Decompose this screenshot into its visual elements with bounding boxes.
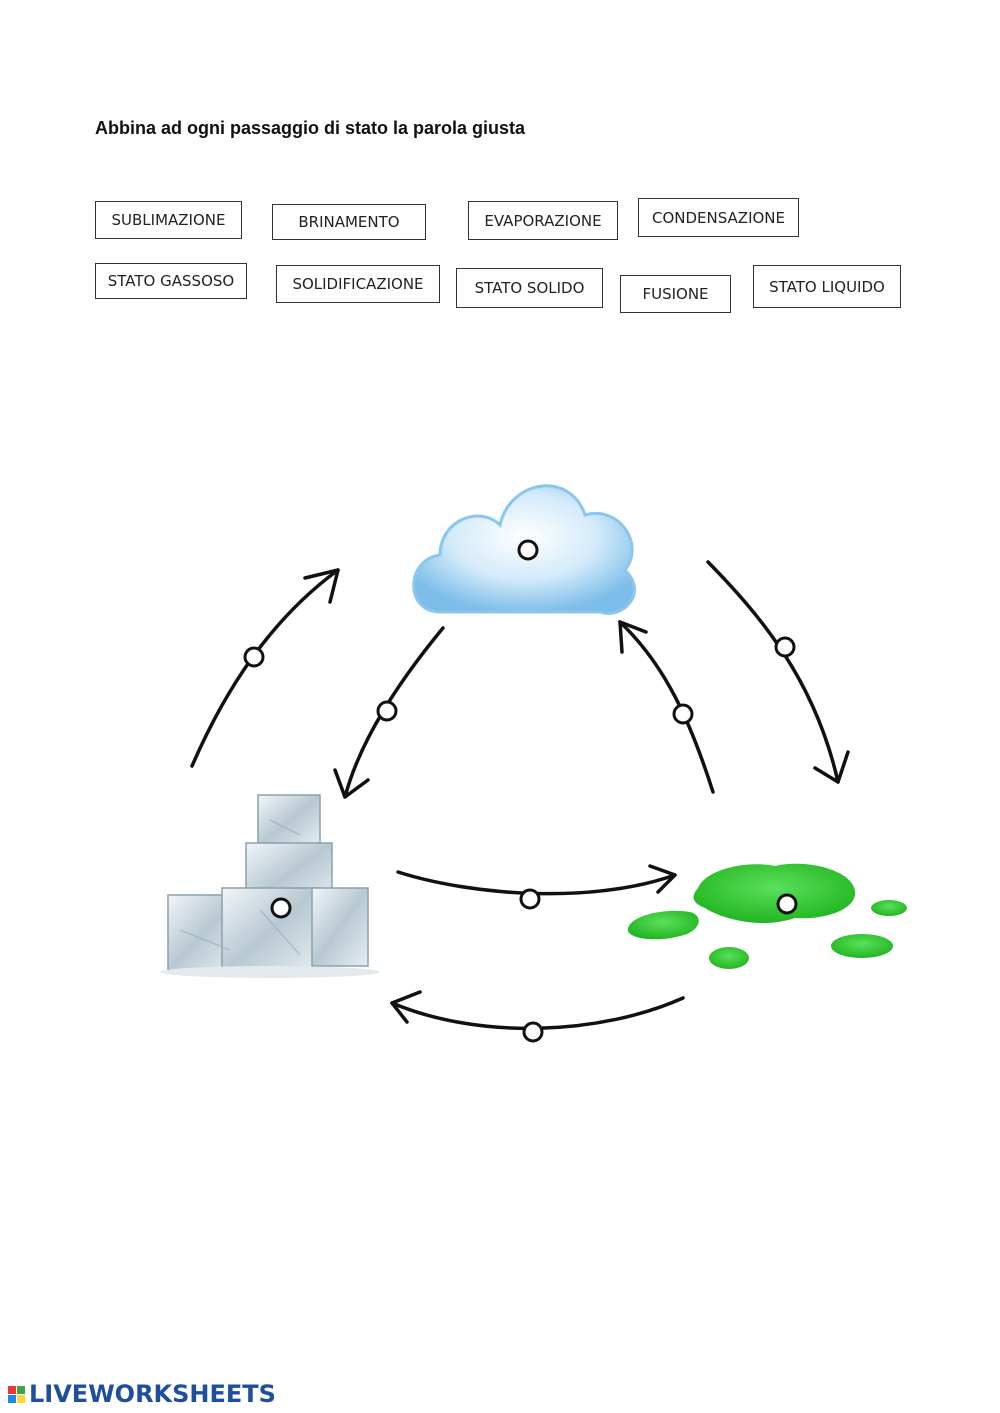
- word-card-solidificazione[interactable]: SOLIDIFICAZIONE: [276, 265, 440, 303]
- liveworksheets-logo-icon: [8, 1385, 25, 1403]
- word-card-evaporazione[interactable]: EVAPORAZIONE: [468, 201, 618, 240]
- drop-point-liquid-to-solid[interactable]: [522, 1021, 544, 1043]
- word-card-fusione[interactable]: FUSIONE: [620, 275, 731, 313]
- footer-brand: LIVEWORKSHEETS: [8, 1380, 276, 1408]
- arrow-solid-to-liquid: [396, 870, 677, 896]
- word-card-condensazione[interactable]: CONDENSAZIONE: [638, 198, 799, 237]
- arrow-gas-to-liquid: [706, 560, 840, 784]
- drop-point-gas-to-solid[interactable]: [376, 700, 398, 722]
- arrow-liquid-to-gas: [618, 620, 715, 794]
- drop-point-liquid-state[interactable]: [776, 893, 798, 915]
- instruction-title: Abbina ad ogni passaggio di stato la par…: [95, 118, 526, 138]
- drop-point-solid-state[interactable]: [270, 897, 292, 919]
- word-card-stato-gassoso[interactable]: STATO GASSOSO: [95, 263, 247, 299]
- drop-point-solid-to-gas[interactable]: [243, 646, 265, 668]
- drop-point-gas-to-liquid[interactable]: [774, 636, 796, 658]
- word-card-sublimazione[interactable]: SUBLIMAZIONE: [95, 201, 242, 239]
- brand-name: LIVEWORKSHEETS: [29, 1380, 276, 1408]
- answer-drop-points: [243, 539, 798, 1043]
- word-card-stato-solido[interactable]: STATO SOLIDO: [456, 268, 603, 308]
- word-card-stato-liquido[interactable]: STATO LIQUIDO: [753, 265, 901, 308]
- drop-point-gas-state[interactable]: [517, 539, 539, 561]
- ice-cubes-icon: [160, 794, 380, 978]
- drop-point-solid-to-liquid[interactable]: [519, 888, 541, 910]
- word-card-brinamento[interactable]: BRINAMENTO: [272, 204, 426, 240]
- drop-point-liquid-to-gas[interactable]: [672, 703, 694, 725]
- arrow-solid-to-gas: [190, 568, 340, 768]
- liquid-puddle-icon: [627, 863, 907, 969]
